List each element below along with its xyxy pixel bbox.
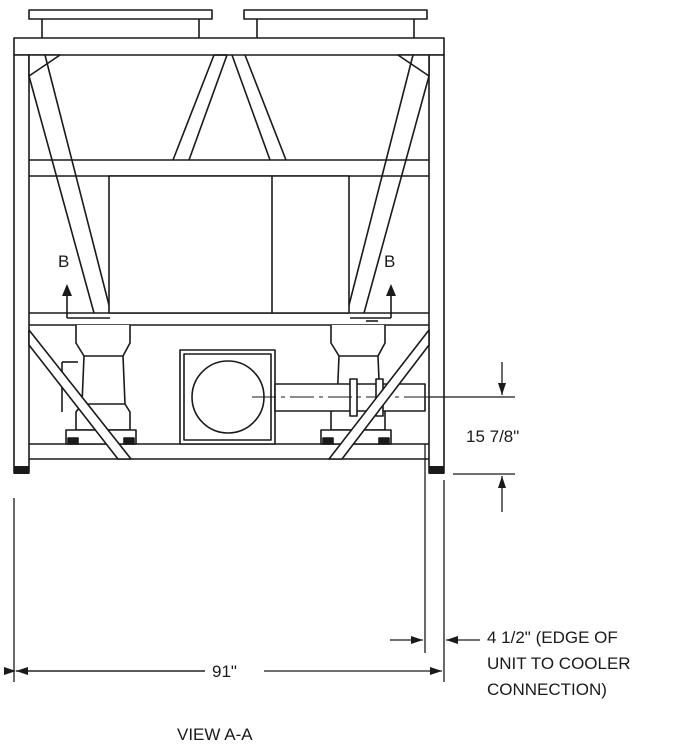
diagonal-coil-supports bbox=[28, 54, 430, 314]
fan-flange-right bbox=[243, 9, 428, 38]
view-title: VIEW A-A bbox=[177, 725, 253, 744]
dimension-edge-offset bbox=[390, 444, 480, 653]
overall-width-label: 91" bbox=[212, 662, 237, 681]
cooler-connection-pipe bbox=[252, 378, 445, 417]
edge-offset-label-line3: CONNECTION) bbox=[487, 680, 607, 699]
upper-v-bracing bbox=[172, 54, 287, 161]
section-arrows bbox=[62, 284, 396, 296]
height-offset-label: 15 7/8" bbox=[466, 427, 519, 446]
section-marker-right: B bbox=[384, 252, 395, 271]
central-housing bbox=[108, 175, 350, 314]
edge-offset-label-line2: UNIT TO COOLER bbox=[487, 654, 631, 673]
section-marker-left: B bbox=[58, 252, 69, 271]
fan-flange-left bbox=[28, 9, 213, 38]
lower-diagonal-braces bbox=[28, 329, 430, 460]
dimension-height-offset bbox=[428, 362, 515, 512]
edge-offset-label-line1: 4 1/2" (EDGE OF bbox=[487, 628, 618, 647]
frame-feet bbox=[14, 466, 444, 474]
dimension-overall-width bbox=[4, 480, 445, 682]
corner-gussets bbox=[28, 54, 430, 77]
